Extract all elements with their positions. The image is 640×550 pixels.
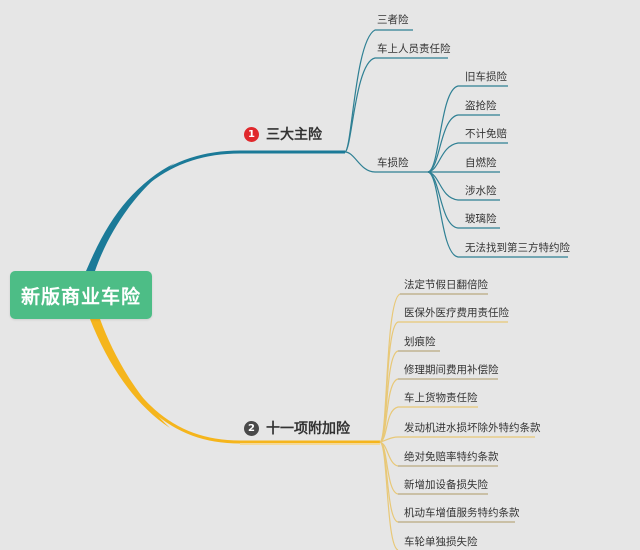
node-scratch[interactable]: 划痕险 [404,336,436,348]
node-value-added-service[interactable]: 机动车增值服务特约条款 [404,507,520,519]
node-holiday-double[interactable]: 法定节假日翻倍险 [404,279,488,291]
node-no-deductible[interactable]: 不计免赔 [465,128,507,140]
node-spontaneous-combustion[interactable]: 自燃险 [465,157,497,169]
node-vehicle-damage[interactable]: 车损险 [377,157,409,169]
branch-additional-insurance[interactable]: 2 十一项附加险 [244,418,350,438]
node-theft[interactable]: 盗抢险 [465,100,497,112]
node-water-damage[interactable]: 涉水险 [465,185,497,197]
branch-label: 十一项附加险 [266,421,350,437]
number-badge-2: 2 [244,420,259,436]
node-no-third-party[interactable]: 无法找到第三方特约险 [465,242,570,254]
node-repair-period[interactable]: 修理期间费用补偿险 [404,364,499,376]
node-wheel-damage[interactable]: 车轮单独损失险 [404,536,478,548]
number-badge-1: 1 [244,126,259,142]
node-medical-liability[interactable]: 医保外医疗费用责任险 [404,307,509,319]
node-glass[interactable]: 玻璃险 [465,213,497,225]
node-engine-water[interactable]: 发动机进水损坏除外特约条款 [404,422,541,434]
node-third-party[interactable]: 三者险 [377,14,409,26]
root-label: 新版商业车险 [20,285,141,308]
node-new-equipment[interactable]: 新增加设备损失险 [404,479,488,491]
node-absolute-deductible[interactable]: 绝对免赔率特约条款 [404,451,499,463]
branch-main-insurance[interactable]: 1 三大主险 [244,124,322,144]
node-cargo-liability[interactable]: 车上货物责任险 [404,392,478,404]
node-passenger-liability[interactable]: 车上人员责任险 [377,43,451,55]
root-node[interactable]: 新版商业车险 [10,271,152,319]
branch-label: 三大主险 [266,127,322,143]
node-old-car-damage[interactable]: 旧车损险 [465,71,507,83]
